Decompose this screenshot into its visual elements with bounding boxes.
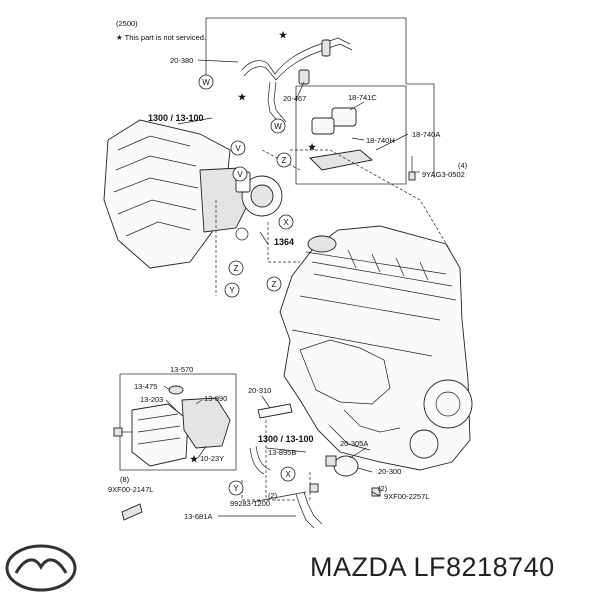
svg-text:V: V bbox=[237, 170, 243, 179]
label-13-203: 13-203 bbox=[140, 395, 163, 404]
star-mark: ★ bbox=[238, 92, 247, 102]
callout-x-bottom: X bbox=[280, 466, 296, 482]
label-13-895b: 13-895B bbox=[268, 448, 296, 457]
callout-v-mid: V bbox=[232, 166, 248, 182]
star-mark: ★ bbox=[308, 142, 317, 152]
label-20-380: 20-380 bbox=[170, 56, 193, 65]
label-9xf00-2257l-qty: (2) bbox=[378, 484, 388, 493]
svg-text:Y: Y bbox=[233, 484, 239, 493]
callout-w-top: W bbox=[198, 74, 214, 90]
label-13-475: 13-475 bbox=[134, 382, 157, 391]
svg-text:Z: Z bbox=[272, 280, 277, 289]
label-13-570: 13-570 bbox=[170, 365, 193, 374]
svg-text:Y: Y bbox=[229, 286, 235, 295]
svg-text:W: W bbox=[202, 78, 210, 87]
group-code: (2500) bbox=[116, 19, 138, 28]
bolt-9yag3 bbox=[408, 171, 416, 181]
label-13-890: 13-890 bbox=[204, 394, 227, 403]
hose-group-box bbox=[206, 17, 435, 178]
oil-separator bbox=[131, 403, 189, 467]
callout-z-top: Z bbox=[276, 152, 292, 168]
timing-cover-pulley bbox=[423, 379, 473, 429]
callout-z-mid: Z bbox=[228, 260, 244, 276]
brand-part-number: MAZDA LF8218740 bbox=[310, 552, 555, 582]
hose-20-380 bbox=[241, 37, 351, 75]
not-serviced-note: ★ This part is not serviced. bbox=[116, 33, 206, 42]
label-99283-qty: (2) bbox=[268, 491, 278, 500]
label-1300-13-100-bottom: 1300 / 13-100 bbox=[258, 434, 314, 444]
label-18-741c: 18-741C bbox=[348, 93, 377, 102]
label-9xf00-2147l-qty: (8) bbox=[120, 475, 130, 484]
label-9yag3-0502: 9YAG3-0502 bbox=[422, 170, 465, 179]
label-9yag3-qty: (4) bbox=[458, 161, 468, 170]
hose-20-310 bbox=[257, 403, 293, 419]
gasket-13-890 bbox=[181, 397, 231, 449]
mazda-logo-icon bbox=[5, 544, 77, 592]
oil-separator-box bbox=[119, 373, 237, 471]
label-1364: 1364 bbox=[274, 237, 294, 247]
callout-z-right: Z bbox=[266, 276, 282, 292]
label-9xf00-2147l: 9XF00-2147L bbox=[108, 485, 153, 494]
svg-text:Z: Z bbox=[282, 156, 287, 165]
callout-w-mid: W bbox=[270, 118, 286, 134]
label-99283-1200: 99283-1200 bbox=[230, 499, 270, 508]
label-13-681a: 13-681A bbox=[184, 512, 212, 521]
label-20-300: 20-300 bbox=[378, 467, 401, 476]
engine-block bbox=[279, 225, 471, 471]
clip-99283 bbox=[309, 483, 319, 493]
oil-filler-cap bbox=[307, 235, 337, 253]
label-20-310: 20-310 bbox=[248, 386, 271, 395]
pcv-valve-20-300 bbox=[333, 455, 359, 477]
star-mark: ★ bbox=[279, 30, 288, 40]
solenoid-group-box bbox=[295, 85, 407, 185]
front-arrow bbox=[121, 503, 143, 521]
label-1300-13-100-top: 1300 / 13-100 bbox=[148, 113, 204, 123]
callout-x-mid: X bbox=[278, 214, 294, 230]
bolt-9xf00-2147l bbox=[113, 427, 123, 437]
svg-text:X: X bbox=[283, 218, 289, 227]
clamp-20-467 bbox=[298, 69, 310, 85]
svg-text:W: W bbox=[274, 122, 282, 131]
intake-manifold bbox=[103, 119, 231, 269]
svg-text:Z: Z bbox=[234, 264, 239, 273]
svg-text:X: X bbox=[285, 470, 291, 479]
label-9xf00-2257l: 9XF00-2257L bbox=[384, 492, 429, 501]
cap-13-475 bbox=[168, 385, 184, 395]
star-mark: ★ bbox=[190, 454, 199, 464]
svg-text:V: V bbox=[235, 144, 241, 153]
solenoid-18-741c bbox=[331, 107, 357, 127]
bracket-18-740h bbox=[309, 149, 374, 171]
callout-y-mid: Y bbox=[224, 282, 240, 298]
label-18-740a: 18-740A bbox=[412, 130, 440, 139]
label-20-305a: 20-305A bbox=[340, 439, 368, 448]
callout-y-bottom: Y bbox=[228, 480, 244, 496]
hose-13-681a bbox=[295, 493, 315, 529]
callout-v-top: V bbox=[230, 140, 246, 156]
label-10-23y: 10-23Y bbox=[200, 454, 224, 463]
label-20-467: 20-467 bbox=[283, 94, 306, 103]
label-18-740h: 18-740H bbox=[366, 136, 395, 145]
